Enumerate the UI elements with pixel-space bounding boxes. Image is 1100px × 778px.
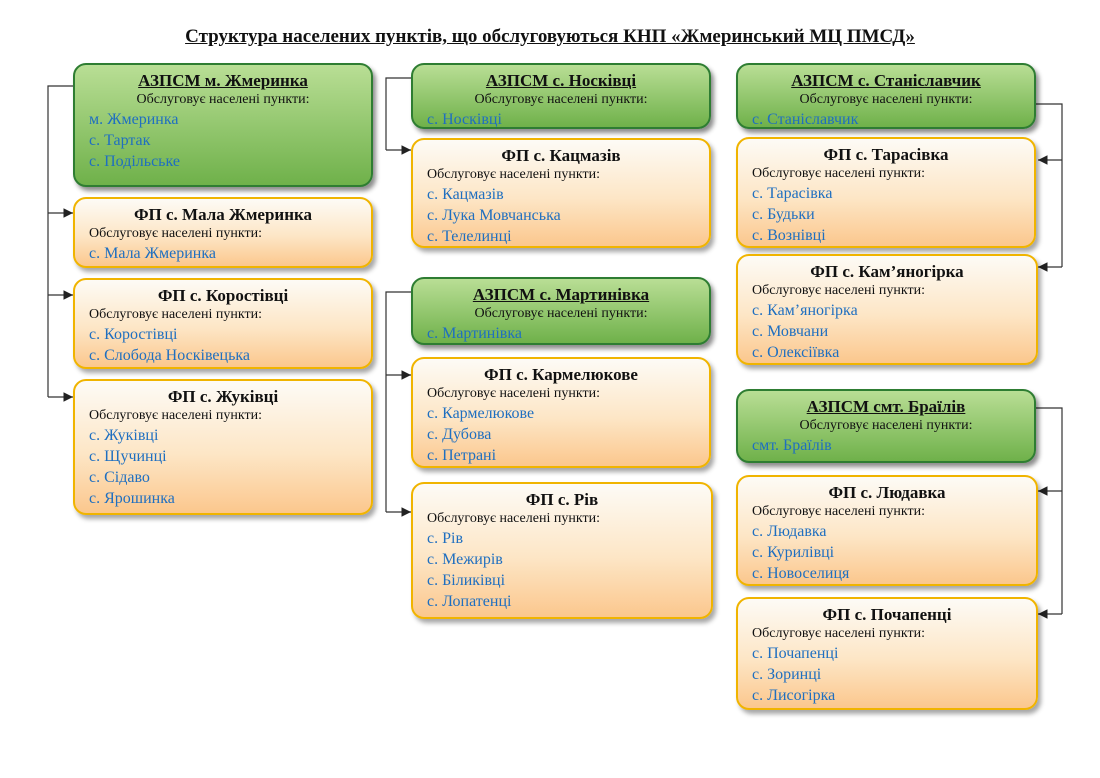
settlement-item: с. Мала Жмеринка — [89, 245, 216, 262]
settlement-item: с. Дубова — [427, 426, 492, 443]
node-subtitle: Обслуговує населені пункти: — [89, 307, 262, 322]
node-title: АЗПСМ смт. Браїлів — [806, 397, 966, 416]
node-title: ФП с. Жуківці — [167, 387, 279, 406]
settlement-item: с. Сідаво — [89, 469, 150, 486]
node-subtitle: Обслуговує населені пункти: — [427, 511, 600, 526]
settlement-item: с. Олексіївка — [752, 344, 840, 361]
settlement-item: с. Курилівці — [752, 544, 835, 561]
settlement-item: с. Коростівці — [89, 326, 178, 343]
node-fp-korostivtsi: ФП с. Коростівці Обслуговує населені пун… — [73, 278, 373, 369]
settlement-item: с. Рів — [427, 530, 463, 547]
settlement-item: с. Вознівці — [752, 227, 826, 244]
node-subtitle: Обслуговує населені пункти: — [474, 92, 648, 107]
diagram-title: Структура населених пунктів, що обслугов… — [185, 26, 915, 47]
settlement-item: с. Мовчани — [752, 323, 829, 340]
settlement-item: с. Лука Мовчанська — [427, 207, 561, 224]
settlement-item: с. Кармелюкове — [427, 405, 535, 422]
settlement-item: с. Будьки — [752, 206, 815, 223]
connector-brailiv — [1036, 407, 1063, 614]
settlement-item: с. Новоселиця — [752, 565, 850, 582]
settlement-item: с. Петрані — [427, 447, 497, 464]
settlement-item: с. Зоринці — [752, 666, 822, 683]
node-fp-katsmaziv: ФП с. Кацмазів Обслуговує населені пункт… — [411, 138, 711, 248]
node-subtitle: Обслуговує населені пункти: — [427, 386, 600, 401]
settlement-item: с. Людавка — [752, 523, 827, 540]
node-title: АЗПСМ с. Мартинівка — [472, 285, 650, 304]
settlement-item: смт. Браїлів — [752, 437, 832, 454]
settlement-item: с. Ярошинка — [89, 490, 175, 507]
settlement-item: с. Лисогірка — [752, 687, 836, 704]
node-title: ФП с. Почапенці — [822, 605, 952, 624]
node-fp-tarasivka: ФП с. Тарасівка Обслуговує населені пунк… — [736, 137, 1036, 248]
settlement-item: с. Кацмазів — [427, 186, 504, 203]
node-azpsm-martynivka: АЗПСМ с. Мартинівка Обслуговує населені … — [411, 277, 711, 345]
node-title: ФП с. Тарасівка — [823, 145, 949, 164]
connector-martynivka — [385, 291, 411, 512]
node-subtitle: Обслуговує населені пункти: — [799, 92, 973, 107]
node-subtitle: Обслуговує населені пункти: — [474, 306, 648, 321]
node-azpsm-zhmerynka: АЗПСМ м. Жмеринка Обслуговує населені пу… — [73, 63, 373, 187]
settlement-item: с. Біликівці — [427, 572, 506, 589]
node-title: ФП с. Кацмазів — [501, 146, 621, 165]
settlement-item: м. Жмеринка — [89, 111, 179, 128]
settlement-item: с. Жуківці — [89, 427, 159, 444]
node-title: АЗПСМ с. Носківці — [485, 71, 637, 90]
node-subtitle: Обслуговує населені пункти: — [752, 166, 925, 181]
node-subtitle: Обслуговує населені пункти: — [752, 283, 925, 298]
settlement-item: с. Тартак — [89, 132, 151, 149]
node-subtitle: Обслуговує населені пункти: — [752, 626, 925, 641]
node-title: АЗПСМ м. Жмеринка — [138, 71, 308, 90]
node-fp-zhukivtsi: ФП с. Жуківці Обслуговує населені пункти… — [73, 379, 373, 515]
node-fp-liudavka: ФП с. Людавка Обслуговує населені пункти… — [736, 475, 1038, 586]
settlement-item: с. Носківці — [427, 111, 502, 128]
node-fp-riv: ФП с. Рів Обслуговує населені пункти: с.… — [411, 482, 713, 619]
node-subtitle: Обслуговує населені пункти: — [89, 226, 262, 241]
node-fp-pochapentsi: ФП с. Почапенці Обслуговує населені пунк… — [736, 597, 1038, 710]
settlement-item: с. Щучинці — [89, 448, 167, 465]
node-subtitle: Обслуговує населені пункти: — [136, 92, 310, 107]
connector-stanislavchyk — [1036, 103, 1063, 267]
settlement-item: с. Слобода Носківецька — [89, 347, 251, 364]
node-title: ФП с. Кармелюкове — [484, 365, 638, 384]
settlement-item: с. Подільське — [89, 153, 180, 170]
settlement-item: с. Кам’яногірка — [752, 302, 858, 319]
node-title: ФП с. Коростівці — [157, 286, 289, 305]
settlement-item: с. Станіславчик — [752, 111, 859, 128]
node-title: ФП с. Людавка — [828, 483, 946, 502]
node-subtitle: Обслуговує населені пункти: — [752, 504, 925, 519]
settlement-item: с. Тарасівка — [752, 185, 833, 202]
settlement-item: с. Почапенці — [752, 645, 839, 662]
node-fp-kamianohirka: ФП с. Кам’яногірка Обслуговує населені п… — [736, 254, 1038, 365]
node-azpsm-noskivtsi: АЗПСМ с. Носківці Обслуговує населені пу… — [411, 63, 711, 129]
settlement-item: с. Телелинці — [427, 228, 512, 245]
node-title: АЗПСМ с. Станіславчик — [791, 71, 981, 90]
node-title: ФП с. Рів — [525, 490, 599, 509]
node-azpsm-stanislavchyk: АЗПСМ с. Станіславчик Обслуговує населен… — [736, 63, 1036, 129]
node-azpsm-brailiv: АЗПСМ смт. Браїлів Обслуговує населені п… — [736, 389, 1036, 463]
node-subtitle: Обслуговує населені пункти: — [799, 418, 973, 433]
node-subtitle: Обслуговує населені пункти: — [89, 408, 262, 423]
node-fp-karmeliukove: ФП с. Кармелюкове Обслуговує населені пу… — [411, 357, 711, 468]
connector-noskivtsi — [385, 77, 411, 150]
connector-zhmerynka — [47, 85, 73, 397]
node-subtitle: Обслуговує населені пункти: — [427, 167, 600, 182]
settlement-item: с. Лопатенці — [427, 593, 512, 610]
settlement-item: с. Межирів — [427, 551, 503, 568]
settlement-item: с. Мартинівка — [427, 325, 522, 342]
node-title: ФП с. Мала Жмеринка — [133, 205, 313, 224]
node-title: ФП с. Кам’яногірка — [810, 262, 964, 281]
node-fp-mala-zhmerynka: ФП с. Мала Жмеринка Обслуговує населені … — [73, 197, 373, 268]
